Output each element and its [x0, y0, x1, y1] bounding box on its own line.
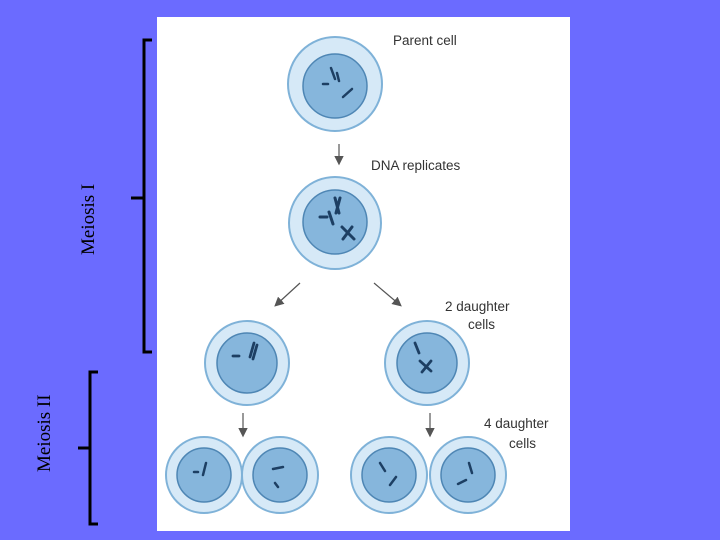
daughter-cell-left [204, 320, 290, 406]
four-daughter-label-line2: cells [509, 436, 537, 451]
parent-cell-label: Parent cell [393, 33, 457, 48]
final-cell-4 [429, 436, 507, 514]
four-daughter-label-line1: 4 daughter [484, 416, 549, 431]
meiosis-2-bracket [78, 370, 98, 526]
final-cell-1 [165, 436, 243, 514]
two-daughter-label-line1: 2 daughter [445, 299, 510, 314]
meiosis-2-label: Meiosis II [34, 394, 55, 472]
meiosis-diagram-graphic [165, 36, 507, 514]
arrow-to-right-daughter [373, 282, 402, 307]
final-cell-3 [350, 436, 428, 514]
final-cell-2 [241, 436, 319, 514]
meiosis-1-label: Meiosis I [78, 183, 99, 255]
meiosis-1-bracket [131, 38, 152, 354]
daughter-cell-right [384, 320, 470, 406]
dna-replicates-label: DNA replicates [371, 158, 461, 173]
arrow-to-left-daughter [274, 282, 301, 307]
parent-cell [287, 36, 383, 132]
replicated-cell [288, 176, 382, 270]
two-daughter-label-line2: cells [468, 317, 496, 332]
meiosis-diagram: Parent cell DNA replicates 2 daughter ce… [157, 17, 570, 531]
